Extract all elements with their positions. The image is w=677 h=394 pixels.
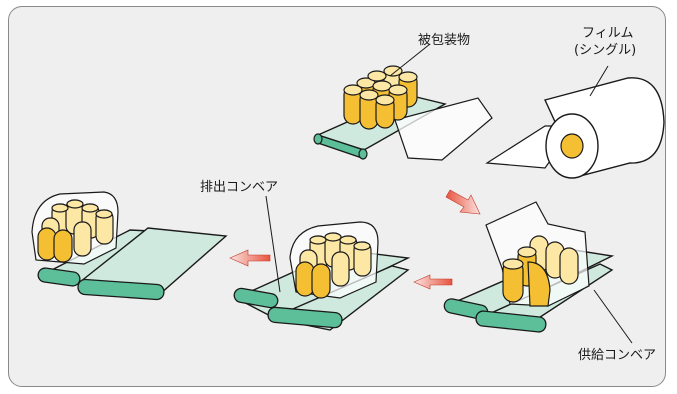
- product-bundle-middle: [289, 221, 379, 299]
- flow-arrow-icon: [229, 249, 271, 267]
- label-leader-supply: [593, 289, 633, 344]
- label-leader-discharge: [265, 195, 281, 293]
- product-bundle-wrapping: [502, 235, 579, 307]
- label-leader-wrapped: [389, 43, 431, 77]
- label-discharge-conveyor: 排出コンベア: [200, 180, 279, 195]
- discharge-conveyor-left: [37, 227, 228, 301]
- film-sheet-top: [394, 97, 493, 161]
- product-bundle-top: [343, 65, 418, 130]
- label-supply-conveyor: 供給コンベア: [578, 348, 657, 363]
- product-bundle-finished: [31, 191, 119, 265]
- label-wrapped-item: 被包装物: [418, 33, 471, 48]
- film-roll-icon: [485, 77, 665, 179]
- label-film-line1: フィルム: [582, 26, 634, 41]
- label-film-line2: (シングル): [574, 43, 637, 58]
- flow-arrow-icon: [445, 189, 481, 215]
- label-leader-film: [589, 65, 609, 97]
- flow-arrow-icon: [413, 274, 453, 290]
